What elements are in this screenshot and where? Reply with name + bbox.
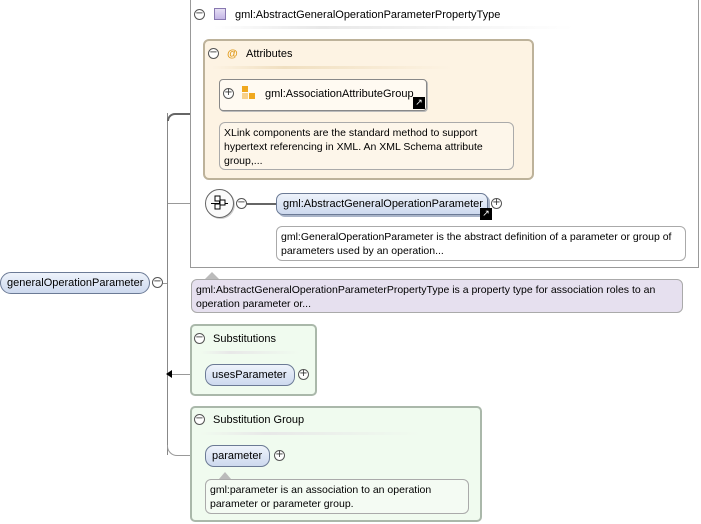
element-expand-button[interactable]: +: [491, 197, 502, 209]
attributes-collapse-button[interactable]: −: [208, 47, 219, 59]
substitutions-connector: [170, 374, 206, 375]
parameter-doc-pointer: [219, 472, 231, 479]
attribute-group-link-icon[interactable]: ↗: [413, 97, 425, 109]
sequence-line: [247, 203, 277, 205]
attribute-group-icon: [242, 86, 256, 100]
uses-parameter-expand-button[interactable]: +: [298, 368, 309, 380]
sequence-collapse-button[interactable]: −: [236, 197, 247, 209]
substitutions-title: Substitutions: [213, 333, 276, 345]
attributes-title: Attributes: [246, 48, 293, 60]
parameter-expand-button[interactable]: +: [274, 449, 285, 461]
type-doc-pointer: [205, 272, 219, 279]
type-collapse-button[interactable]: −: [194, 8, 205, 20]
sequence-compositor-icon[interactable]: [205, 189, 234, 218]
root-connector-line: [163, 283, 168, 284]
root-collapse-button[interactable]: −: [152, 276, 163, 288]
substitution-group-curve: [167, 445, 207, 456]
abstract-operation-parameter-element[interactable]: gml:AbstractGeneralOperationParameter: [276, 193, 488, 215]
type-title: gml:AbstractGeneralOperationParameterPro…: [235, 9, 501, 21]
substitution-group-collapse-button[interactable]: −: [194, 413, 205, 425]
element-link-icon[interactable]: ↗: [480, 208, 492, 220]
attribute-group-name: gml:AssociationAttributeGroup: [265, 88, 414, 100]
attribute-group-doc: XLink components are the standard method…: [219, 122, 514, 170]
substitutions-collapse-button[interactable]: −: [194, 332, 205, 344]
uses-parameter-element[interactable]: usesParameter: [205, 364, 295, 386]
attribute-group-expand-button[interactable]: +: [223, 87, 234, 99]
parameter-doc: gml:parameter is an association to an op…: [205, 479, 469, 514]
parameter-element[interactable]: parameter: [205, 445, 270, 467]
substitution-group-separator: [200, 432, 420, 435]
at-icon: @: [227, 48, 238, 60]
substitution-group-title: Substitution Group: [213, 414, 305, 426]
arrowhead-icon: [166, 370, 172, 378]
type-title-separator: [214, 26, 574, 29]
attributes-separator: [212, 66, 452, 69]
substitutions-separator: [200, 351, 300, 354]
sequence-icon: [211, 195, 228, 210]
root-element[interactable]: generalOperationParameter: [0, 272, 150, 294]
complex-type-icon: [214, 8, 226, 20]
type-doc: gml:AbstractGeneralOperationParameterPro…: [191, 279, 683, 313]
element-doc: gml:GeneralOperationParameter is the abs…: [276, 226, 686, 261]
sequence-connector: [168, 203, 206, 204]
main-vertical-connector: [167, 113, 168, 455]
